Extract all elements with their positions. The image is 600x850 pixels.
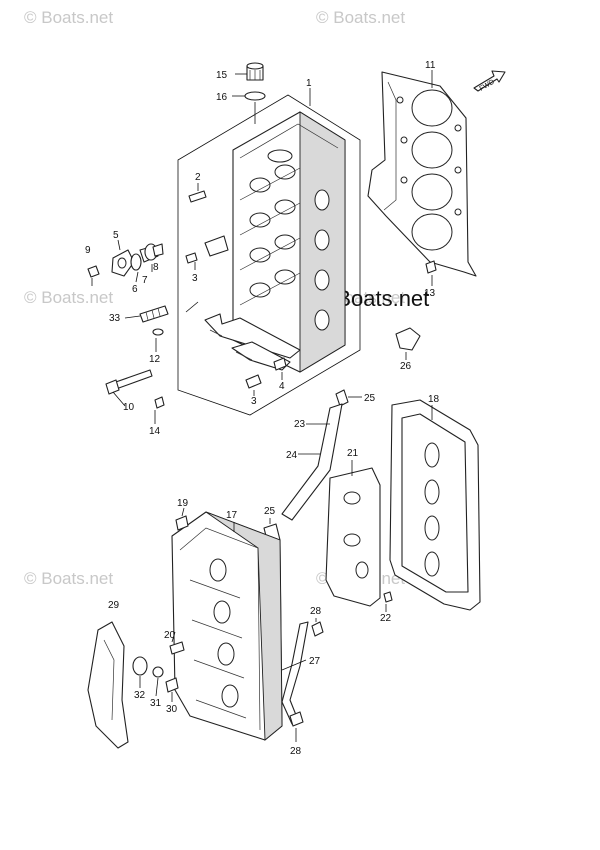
- callout-15: 15: [216, 70, 228, 81]
- bolt-19: [175, 515, 189, 531]
- clamp-28-lower: [289, 711, 304, 727]
- fwd-arrow-icon: FWD: [473, 70, 506, 93]
- callout-1: 1: [306, 78, 312, 89]
- callouts: 1 2 3 3 4 5 6 7 8 9 10 11 12 13 14 15 16…: [85, 60, 440, 757]
- breather-hose: [281, 389, 349, 521]
- bolt-3-upper: [185, 252, 198, 270]
- bolt-4: [273, 357, 287, 371]
- watermark: © Boats.net: [24, 569, 113, 588]
- callout-17: 17: [226, 510, 238, 521]
- callout-7: 7: [142, 275, 148, 286]
- callout-21: 21: [347, 448, 359, 459]
- cylinder-head-group: [87, 62, 361, 416]
- callout-3b: 3: [251, 396, 257, 407]
- dowel-pin: [188, 190, 207, 203]
- callout-12: 12: [149, 354, 161, 365]
- temperature-sensor: [139, 305, 169, 323]
- cylinder-head-cover: [171, 511, 283, 741]
- bracket: [204, 235, 229, 257]
- callout-6: 6: [132, 284, 138, 295]
- leader-lines: [91, 70, 433, 742]
- callout-4: 4: [279, 381, 285, 392]
- pin-14: [154, 396, 165, 409]
- side-cover: [87, 621, 129, 749]
- cylinder-head-gasket: [367, 71, 477, 277]
- bolt-8: [152, 243, 164, 257]
- thermostat-housing: [111, 243, 159, 277]
- callout-33: 33: [109, 313, 121, 324]
- clamp-28-upper: [311, 621, 324, 637]
- bolt-20: [169, 641, 185, 655]
- callout-16: 16: [216, 92, 228, 103]
- o-ring: [244, 91, 266, 101]
- bolt-3-lower: [245, 374, 262, 389]
- callout-27: 27: [309, 656, 321, 667]
- callout-10: 10: [123, 402, 135, 413]
- callout-8: 8: [153, 262, 159, 273]
- callout-26: 26: [400, 361, 412, 372]
- screw-22: [383, 591, 393, 603]
- oil-hose: [281, 621, 309, 725]
- callout-24: 24: [286, 450, 298, 461]
- watermark: © Boats.net: [24, 8, 113, 27]
- callout-31: 31: [150, 698, 162, 709]
- callout-25a: 25: [364, 393, 376, 404]
- baffle-plate: [325, 467, 381, 607]
- grommet: [132, 656, 148, 676]
- washer-31: [152, 666, 164, 678]
- bolt-30: [165, 677, 179, 693]
- cylinder-head: [232, 111, 346, 373]
- callout-32: 32: [134, 690, 146, 701]
- head-bolt: [105, 369, 153, 395]
- washer: [152, 328, 164, 336]
- callout-2: 2: [195, 172, 201, 183]
- callout-14: 14: [149, 426, 161, 437]
- clamp: [395, 327, 421, 351]
- watermark: © Boats.net: [316, 8, 405, 27]
- watermark: © Boats.net: [24, 288, 113, 307]
- callout-22: 22: [380, 613, 392, 624]
- callout-13: 13: [424, 288, 436, 299]
- callout-3a: 3: [192, 273, 198, 284]
- valve-cover-gasket: [389, 399, 481, 611]
- oil-filler-cap: [246, 62, 264, 81]
- cam-journals: [249, 164, 330, 331]
- callout-11: 11: [425, 60, 436, 71]
- callout-25b: 25: [264, 506, 276, 517]
- callout-18: 18: [428, 394, 440, 405]
- callout-23: 23: [294, 419, 306, 430]
- callout-29: 29: [108, 600, 120, 611]
- callout-30: 30: [166, 704, 178, 715]
- fwd-label: FWD: [478, 79, 495, 93]
- watermarks: © Boats.net © Boats.net © Boats.net © Bo…: [24, 8, 405, 588]
- bolt-9: [87, 265, 100, 278]
- dowel-pin-13: [425, 260, 437, 274]
- callout-19: 19: [177, 498, 189, 509]
- callout-28b: 28: [290, 746, 302, 757]
- callout-28a: 28: [310, 606, 322, 617]
- callout-20: 20: [164, 630, 176, 641]
- callout-5: 5: [113, 230, 119, 241]
- callout-9: 9: [85, 245, 91, 256]
